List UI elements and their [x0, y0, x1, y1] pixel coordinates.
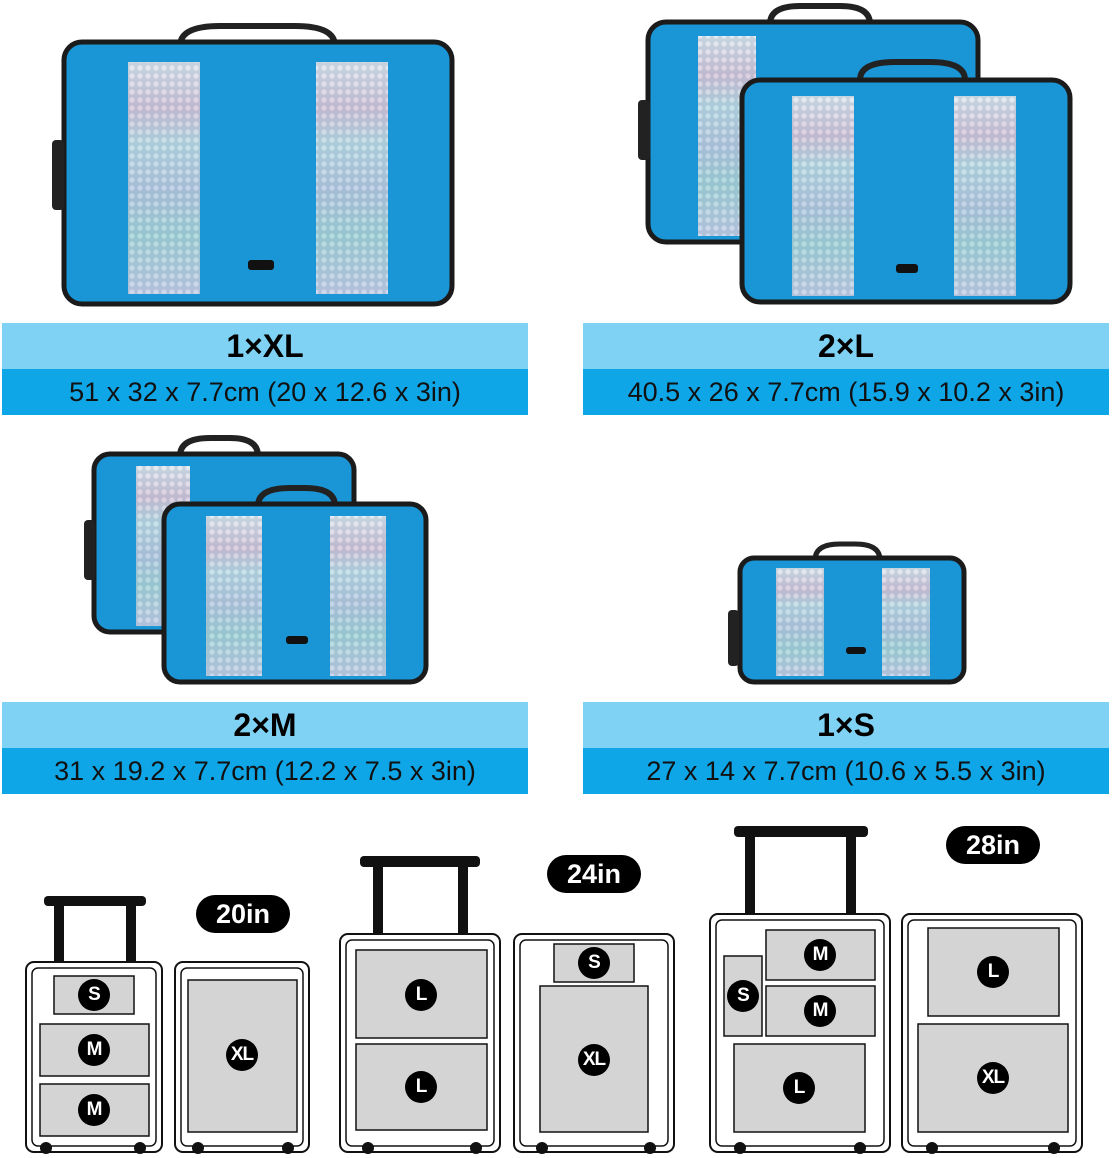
product-dimensions: 31 x 19.2 x 7.7cm (12.2 x 7.5 x 3in)	[2, 748, 528, 794]
cube-badge: XL	[226, 1039, 258, 1071]
packing-cube-m-front	[161, 485, 429, 685]
luggage-size-label: 28in	[946, 826, 1040, 864]
cube-badge: S	[78, 979, 110, 1011]
product-title: 1×XL	[2, 323, 528, 369]
cube-badge: M	[78, 1034, 110, 1066]
luggage-size-label: 24in	[547, 855, 641, 893]
cube-badge: L	[405, 979, 437, 1011]
packing-cube-xl	[52, 23, 455, 307]
cube-badge: S	[578, 947, 610, 979]
product-label-m: 2×M 31 x 19.2 x 7.7cm (12.2 x 7.5 x 3in)	[2, 702, 528, 794]
suitcase-icon	[25, 896, 310, 1154]
cube-badge: S	[727, 980, 759, 1012]
suitcase-icon	[339, 856, 675, 1154]
cube-badge: XL	[977, 1062, 1009, 1094]
product-title: 2×M	[2, 702, 528, 748]
product-dimensions: 27 x 14 x 7.7cm (10.6 x 5.5 x 3in)	[583, 748, 1109, 794]
product-title: 1×S	[583, 702, 1109, 748]
product-dimensions: 51 x 32 x 7.7cm (20 x 12.6 x 3in)	[2, 369, 528, 415]
cube-badge: M	[804, 995, 836, 1027]
cube-badge: XL	[578, 1044, 610, 1076]
product-dimensions: 40.5 x 26 x 7.7cm (15.9 x 10.2 x 3in)	[583, 369, 1109, 415]
product-label-l: 2×L 40.5 x 26 x 7.7cm (15.9 x 10.2 x 3in…	[583, 323, 1109, 415]
cube-badge: M	[804, 939, 836, 971]
cube-badge: L	[405, 1071, 437, 1103]
product-label-xl: 1×XL 51 x 32 x 7.7cm (20 x 12.6 x 3in)	[2, 323, 528, 415]
packing-cube-l-front	[739, 59, 1073, 305]
cube-badge: L	[977, 956, 1009, 988]
product-title: 2×L	[583, 323, 1109, 369]
product-label-s: 1×S 27 x 14 x 7.7cm (10.6 x 5.5 x 3in)	[583, 702, 1109, 794]
suitcase-icon	[709, 826, 1083, 1154]
luggage-size-label: 20in	[196, 895, 290, 933]
packing-cube-s	[728, 541, 967, 685]
cube-badge: L	[783, 1072, 815, 1104]
cube-badge: M	[78, 1094, 110, 1126]
